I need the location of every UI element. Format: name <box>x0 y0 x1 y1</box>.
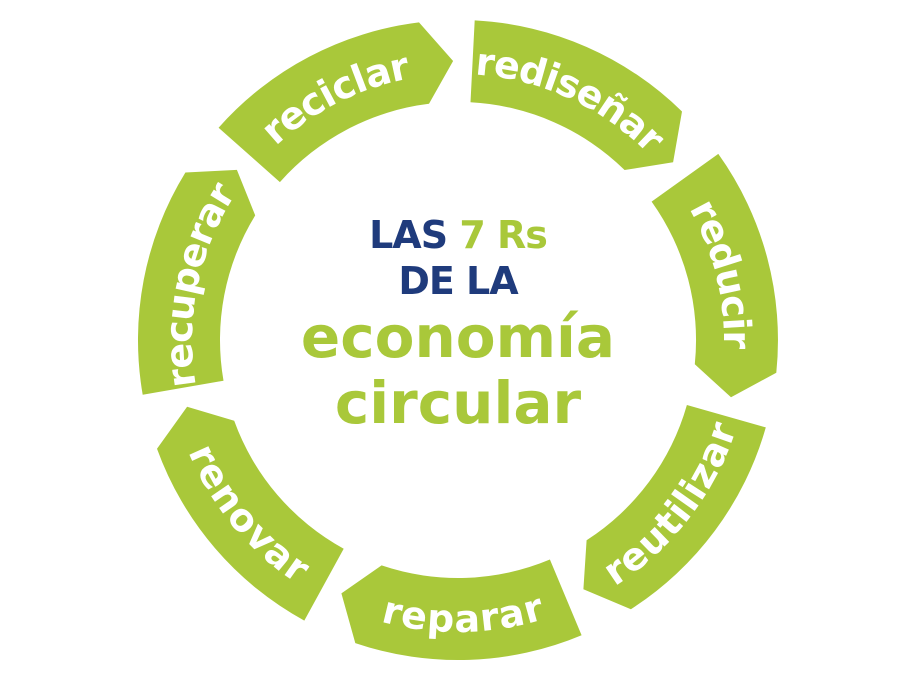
title-economia: economía <box>300 303 616 371</box>
title-de-la: DE LA <box>398 259 518 303</box>
title-las: LAS <box>369 213 448 257</box>
title-circular: circular <box>334 369 582 437</box>
center-title: LAS 7 Rs DE LA economía circular <box>258 212 658 436</box>
segment-4 <box>341 559 582 661</box>
segment-3 <box>583 405 766 610</box>
title-7rs: 7 Rs <box>459 213 548 257</box>
segment-2 <box>651 153 778 398</box>
segment-1 <box>470 20 682 171</box>
segment-6 <box>137 169 256 395</box>
segment-5 <box>157 406 344 621</box>
segment-7 <box>218 22 454 183</box>
